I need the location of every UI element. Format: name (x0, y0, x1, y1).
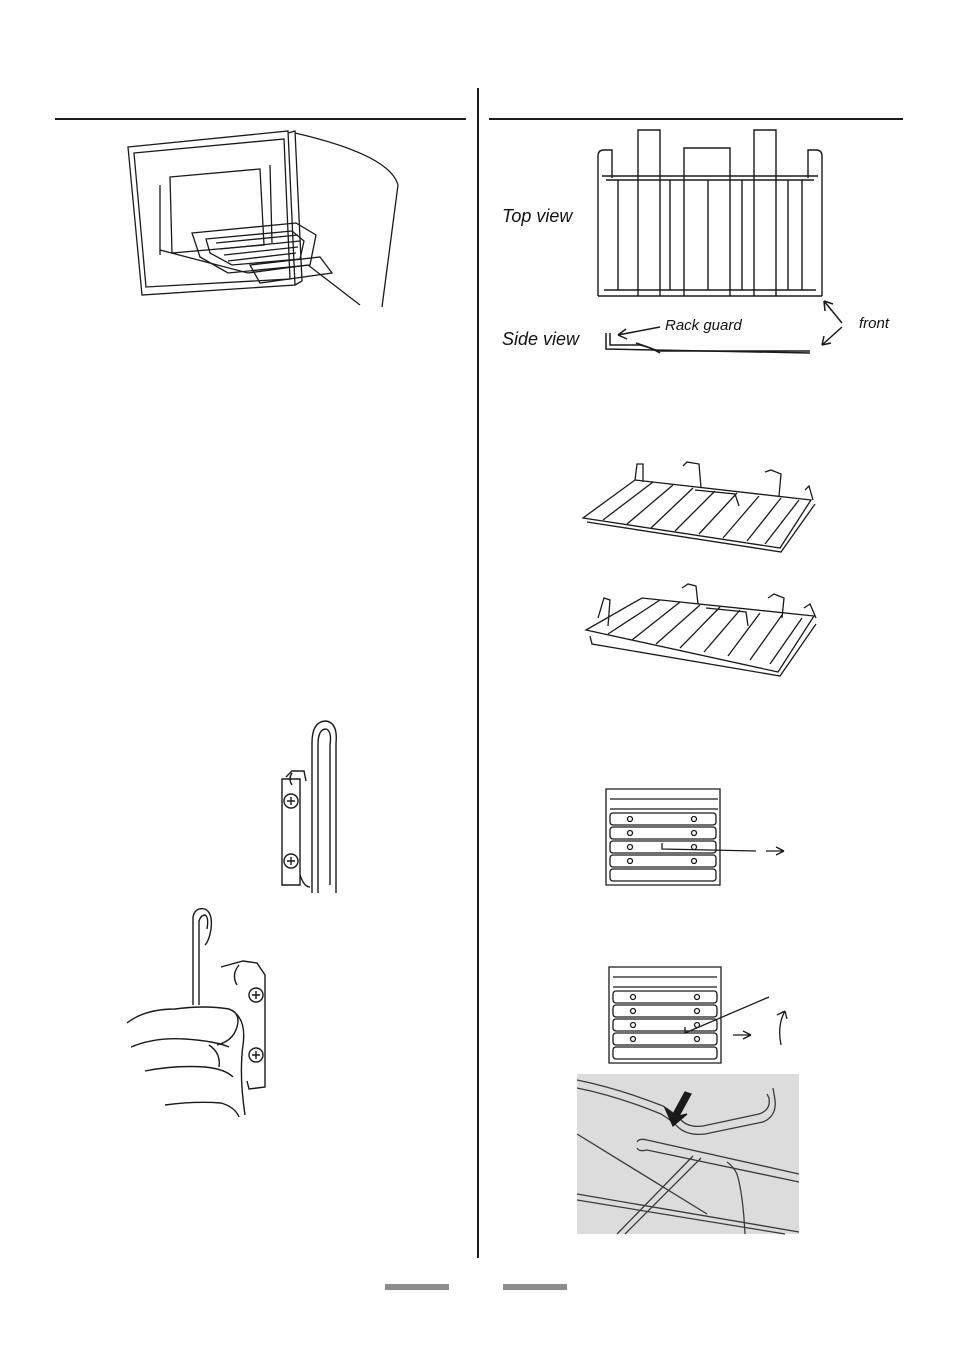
oven-grill-pan-illustration (120, 125, 410, 310)
oven-rack-flat-illustration (575, 460, 820, 555)
side-view-label: Side view (502, 329, 579, 350)
left-column-header-rule (55, 118, 466, 120)
front-label: front (859, 315, 889, 332)
footer-bar-right (503, 1284, 567, 1290)
rack-guard-label: Rack guard (665, 317, 742, 334)
rack-top-view-illustration (590, 126, 830, 302)
rack-guard-closeup-illustration (577, 1074, 799, 1234)
hand-removing-clip-illustration (125, 905, 290, 1125)
footer-bar-left (385, 1284, 449, 1290)
side-runner-clip-illustration (270, 715, 360, 897)
side-panel-runner-out-illustration (600, 785, 795, 887)
right-column-header-rule (489, 118, 903, 120)
column-divider (477, 88, 479, 1258)
side-panel-lift-rack-illustration (605, 965, 805, 1065)
top-view-label: Top view (502, 206, 572, 227)
oven-rack-guard-illustration (578, 578, 823, 678)
